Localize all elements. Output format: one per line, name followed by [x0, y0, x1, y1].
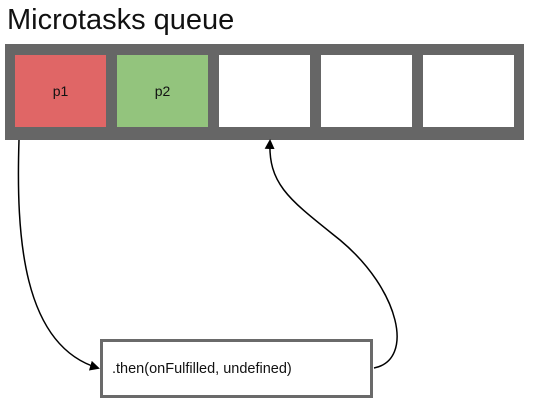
queue-slot-empty [219, 55, 310, 127]
queue-slot-p1: p1 [15, 55, 106, 127]
then-callback-label: .then(onFulfilled, undefined) [112, 360, 292, 377]
microtasks-queue: p1 p2 [5, 44, 524, 140]
then-callback-box: .then(onFulfilled, undefined) [100, 339, 373, 398]
arrow-then-to-slot [264, 139, 398, 369]
queue-slot-empty [321, 55, 412, 127]
queue-slot-label: p2 [154, 83, 171, 99]
queue-slot-p2: p2 [117, 55, 208, 127]
queue-slot-empty [423, 55, 514, 127]
queue-slot-label: p1 [52, 83, 69, 99]
arrow-p1-to-then [17, 139, 100, 371]
diagram-title: Microtasks queue [7, 4, 235, 36]
